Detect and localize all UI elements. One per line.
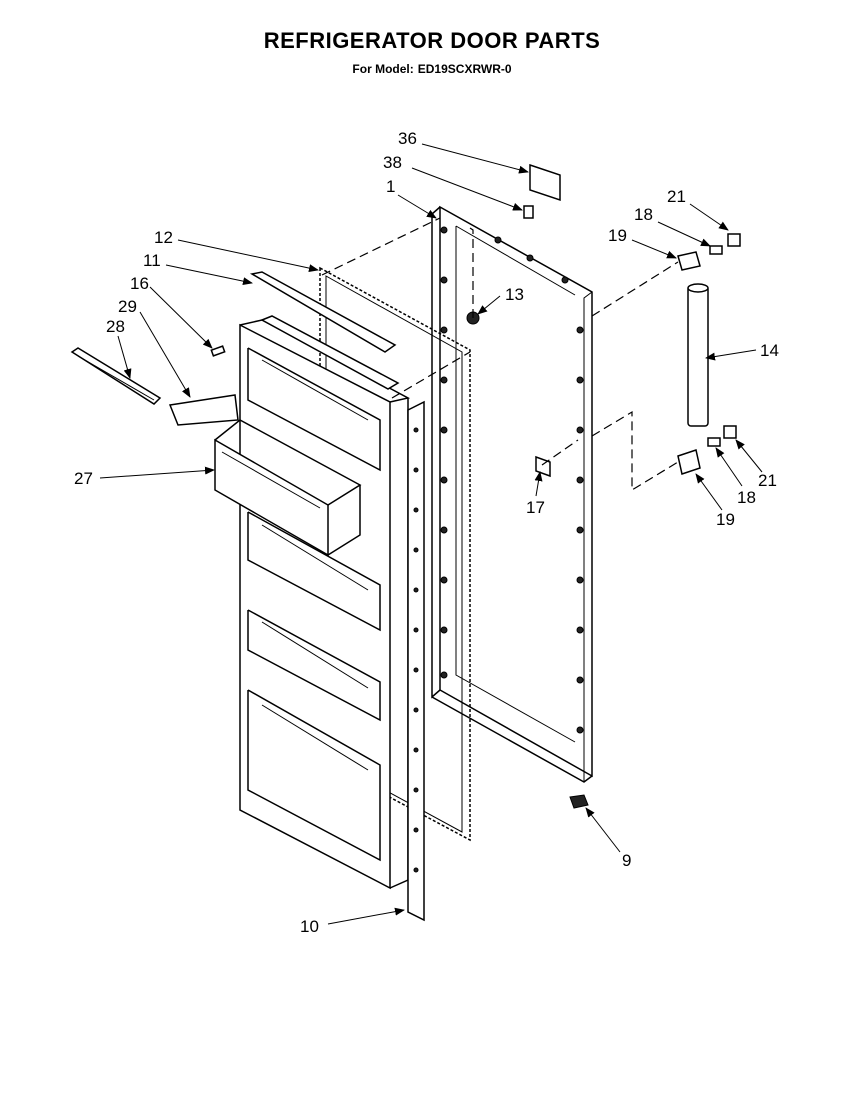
model-number: ED19SCXRWR-0 <box>417 62 512 76</box>
callout-9: 9 <box>622 851 631 870</box>
callout-18-upper: 18 <box>634 205 653 224</box>
callout-10: 10 <box>300 917 319 936</box>
screw <box>210 345 226 357</box>
callout-1: 1 <box>386 177 395 196</box>
callout-labels: 36 38 1 21 18 19 12 11 13 16 29 28 14 27… <box>74 129 779 936</box>
callout-38: 38 <box>383 153 402 172</box>
leader-lines <box>99 143 763 925</box>
outer-door-panel <box>431 205 593 783</box>
callout-21-upper: 21 <box>667 187 686 206</box>
handle-trim <box>70 347 162 405</box>
breaker-strip <box>407 400 425 922</box>
callout-19-lower: 19 <box>716 510 735 529</box>
lower-end-cap-assembly <box>677 425 737 475</box>
model-line: For Model:ED19SCXRWR-0 <box>0 62 864 76</box>
callout-21-lower: 21 <box>758 471 777 490</box>
callout-29: 29 <box>118 297 137 316</box>
callout-17: 17 <box>526 498 545 517</box>
top-bracket <box>249 271 400 390</box>
dairy-compartment <box>214 419 362 557</box>
callout-19-upper: 19 <box>608 226 627 245</box>
callout-27: 27 <box>74 469 93 488</box>
callout-36: 36 <box>398 129 417 148</box>
bottom-pivot <box>569 794 589 809</box>
callout-16: 16 <box>130 274 149 293</box>
callout-12: 12 <box>154 228 173 247</box>
diagram-title: REFRIGERATOR DOOR PARTS <box>263 28 601 53</box>
callout-28: 28 <box>106 317 125 336</box>
handle-bracket <box>168 394 239 426</box>
inner-door-liner <box>239 319 411 890</box>
handle-tube <box>687 283 709 427</box>
upper-end-cap-assembly <box>677 233 741 271</box>
trim-cover <box>529 163 561 202</box>
callout-18-lower: 18 <box>737 488 756 507</box>
assembly-lines <box>321 217 679 492</box>
callout-14: 14 <box>760 341 779 360</box>
callout-13: 13 <box>505 285 524 304</box>
model-label: For Model: <box>352 62 414 76</box>
plug <box>523 205 534 219</box>
callout-11: 11 <box>143 251 161 270</box>
